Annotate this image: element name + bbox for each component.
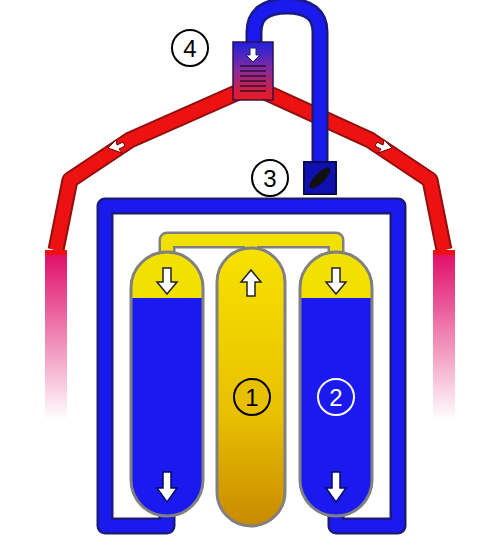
callout-circle <box>318 379 354 415</box>
callout-circle <box>252 160 288 196</box>
callout-number: 2 <box>329 386 342 410</box>
outflow-left <box>45 255 67 420</box>
exchanger-fin <box>240 81 266 82</box>
cold-loop <box>105 6 398 526</box>
callout-circle <box>172 30 208 66</box>
exchanger-fin <box>240 86 266 87</box>
hot-pipes <box>56 86 444 250</box>
callout-number: 1 <box>245 386 258 410</box>
valve <box>304 162 336 194</box>
exchanger-fin <box>240 91 266 92</box>
exchanger-fin <box>240 71 266 72</box>
exchanger-lines <box>240 66 266 91</box>
pipe-end <box>433 250 455 255</box>
callout-number: 3 <box>263 167 276 191</box>
outflow-right <box>433 255 455 420</box>
flow-arrow <box>108 140 125 153</box>
pipe-end <box>45 250 67 255</box>
callout-circle <box>234 379 270 415</box>
exchanger-fin <box>240 76 266 77</box>
exchanger-fin <box>240 66 266 67</box>
flow-arrow <box>375 140 392 153</box>
valve-disc <box>307 165 334 192</box>
reactor-core <box>217 248 285 526</box>
flow-arrow <box>246 48 260 62</box>
flow-arrows <box>157 268 346 502</box>
heat-exchanger <box>233 42 273 100</box>
callout-number: 4 <box>183 37 196 61</box>
